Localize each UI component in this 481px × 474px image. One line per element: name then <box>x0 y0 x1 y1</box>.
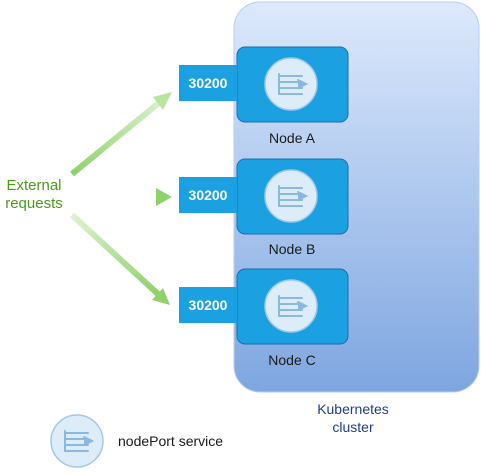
arrow-to-node-c <box>69 212 170 305</box>
node-c: 30200 Node C <box>179 268 349 368</box>
node-c-port: 30200 <box>189 297 228 313</box>
node-b-port-box <box>179 177 237 213</box>
node-b-label: Node B <box>269 241 316 257</box>
node-a: 30200 Node A <box>179 46 349 146</box>
cluster-label-line1: Kubernetes <box>317 401 389 417</box>
node-a-label: Node A <box>269 130 316 146</box>
legend: nodePort service <box>50 414 223 468</box>
node-b: 30200 Node B <box>179 158 349 257</box>
service-icon <box>264 169 318 223</box>
cluster-label-line2: cluster <box>332 419 374 435</box>
arrow-to-node-b <box>80 188 172 206</box>
arrow-to-node-a <box>70 92 172 177</box>
service-icon <box>264 279 318 333</box>
node-b-port: 30200 <box>189 187 228 203</box>
external-requests-line2: requests <box>5 195 63 212</box>
node-c-label: Node C <box>268 352 315 368</box>
service-icon <box>264 57 318 111</box>
node-a-port: 30200 <box>189 75 228 91</box>
legend-label: nodePort service <box>118 433 223 449</box>
node-c-port-box <box>179 287 237 323</box>
node-a-port-box <box>179 65 237 101</box>
service-icon <box>50 414 104 468</box>
external-requests-line1: External <box>6 177 61 194</box>
